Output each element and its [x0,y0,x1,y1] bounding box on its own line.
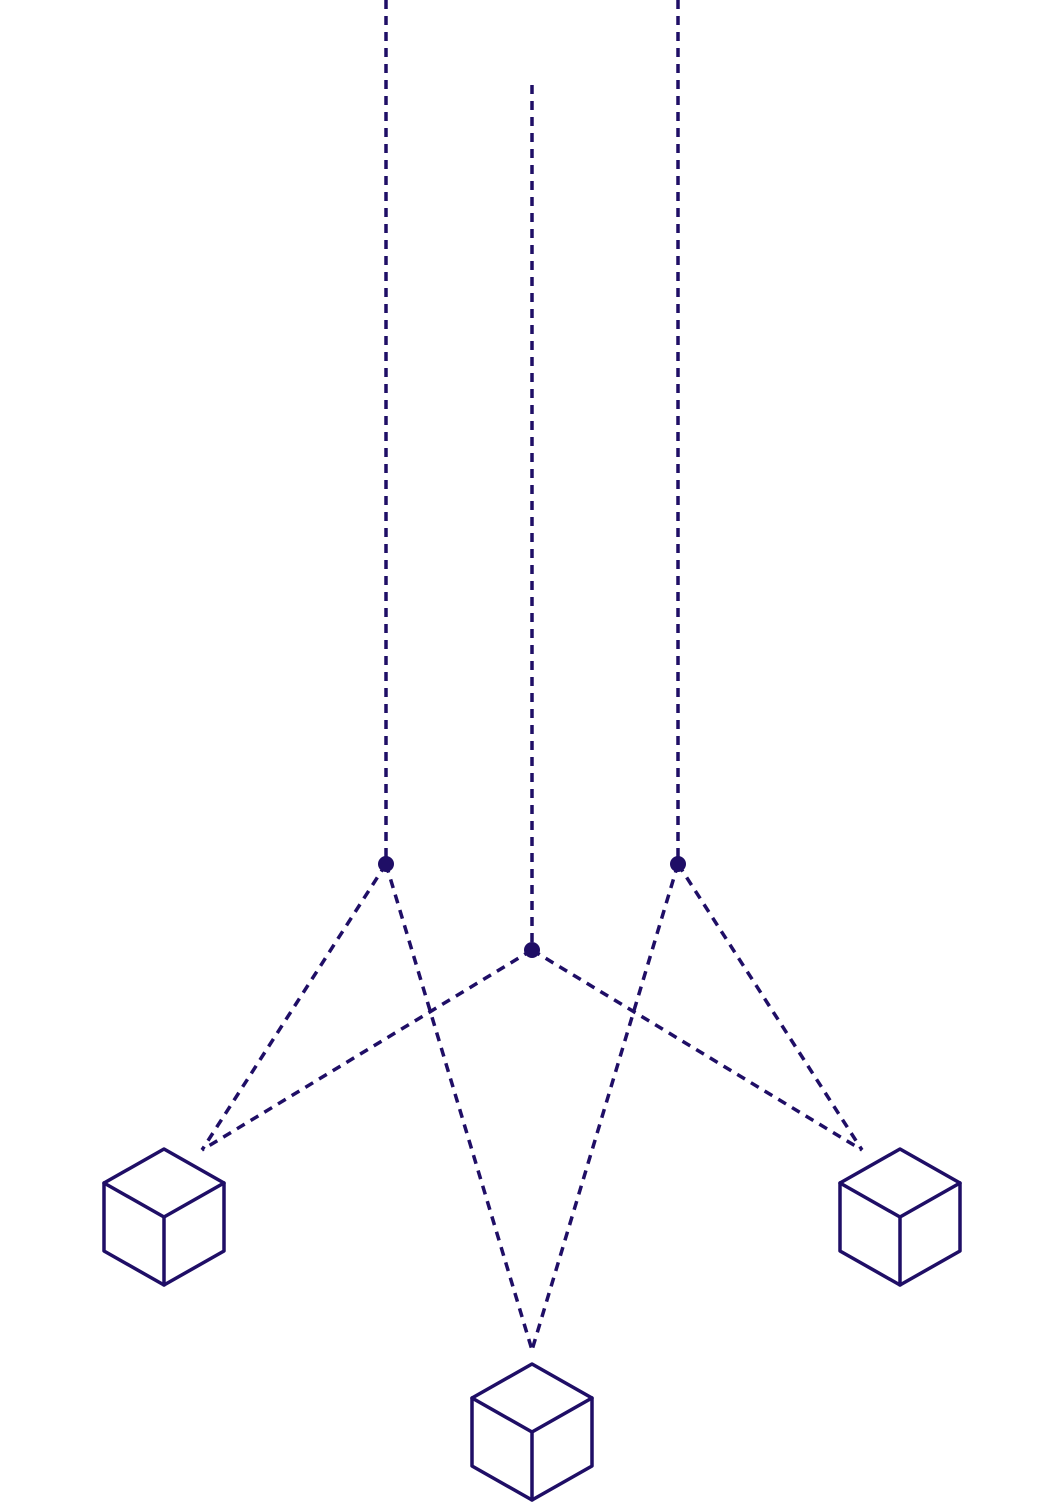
hub-right-dot-icon [670,856,686,872]
connector-hub-left-to-cube-left [200,863,388,1151]
cube-left-cube-icon [102,1147,226,1287]
connector-hub-center-to-cube-right [531,948,863,1152]
cube-nodes [102,1147,962,1502]
cube-left-top-edge [102,1181,226,1219]
cube-right-cube-icon [838,1147,962,1287]
connector-hub-right-to-cube-center [530,863,680,1351]
connector-hub-center-to-cube-left [201,948,533,1152]
hub-points [378,856,686,958]
connector-hub-left-to-cube-center [384,863,534,1351]
cube-center-top-edge [470,1396,594,1434]
connector-lines [200,0,864,1351]
hub-center-dot-icon [524,942,540,958]
cube-center-cube-icon [470,1362,594,1502]
cube-right-top-edge [838,1181,962,1219]
hub-left-dot-icon [378,856,394,872]
connector-hub-right-to-cube-right [676,863,864,1151]
